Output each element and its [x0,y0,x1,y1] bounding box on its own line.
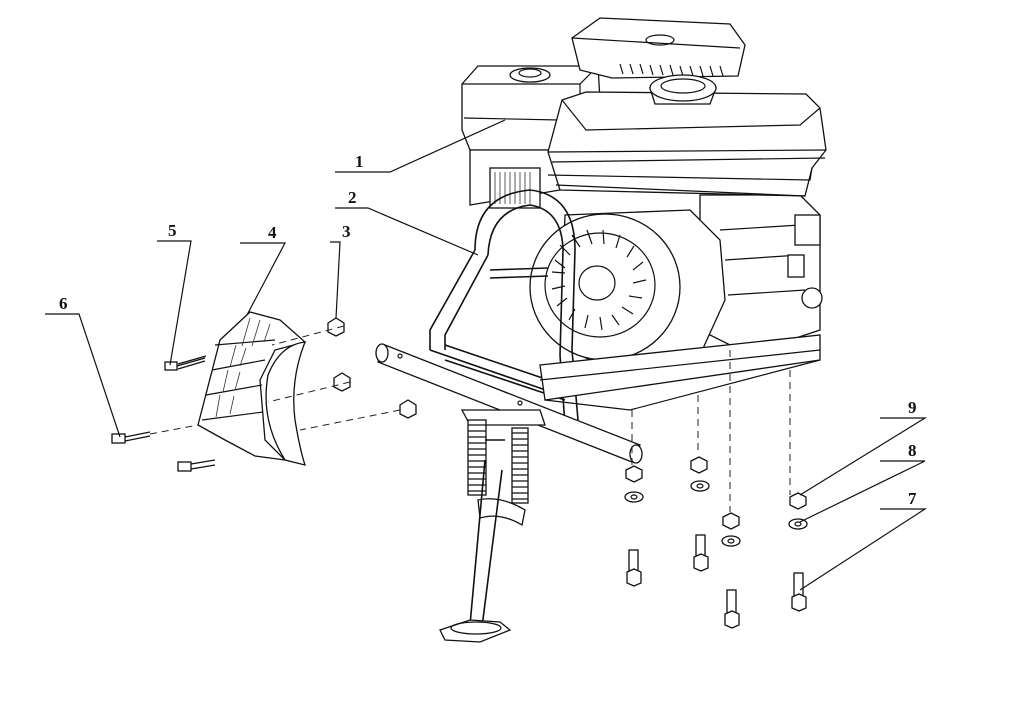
callout-number: 5 [168,221,177,240]
spring-left [467,419,487,496]
callout-number: 6 [59,294,68,313]
front-guard [197,311,307,466]
kickstand [439,409,546,643]
fuel-tank [547,91,827,197]
callout-9: 9 [908,398,917,417]
bolt-lower [177,459,216,472]
base-plate [539,334,821,411]
nut-lower [399,399,417,419]
leader-lines [45,119,928,591]
callout-number: 8 [908,441,917,460]
callout-8: 8 [908,441,917,460]
recoil-starter [529,209,726,366]
fastener-set-3 [721,512,741,629]
fastener-set-2 [690,456,710,572]
rear-engine-cover [571,17,746,79]
spring-right [511,427,529,504]
engine-assembly [461,17,827,366]
callout-number: 4 [268,223,277,242]
callout-3: 3 [342,222,351,241]
callout-number: 1 [355,152,364,171]
callout-5: 5 [168,221,177,240]
callout-number: 7 [908,489,917,508]
callout-7: 7 [908,489,917,508]
callout-number: 3 [342,222,351,241]
bolt-left [111,424,199,444]
callout-number: 9 [908,398,917,417]
callout-6: 6 [59,294,68,313]
fastener-set-1 [624,465,644,587]
callout-4: 4 [268,223,277,242]
callout-1: 1 [355,152,364,171]
nut-middle [333,372,351,392]
callout-number: 2 [348,188,357,207]
callout-2: 2 [348,188,357,207]
carburetor [489,167,541,209]
fuel-cap [649,74,717,105]
fastener-set-4 [788,492,808,612]
